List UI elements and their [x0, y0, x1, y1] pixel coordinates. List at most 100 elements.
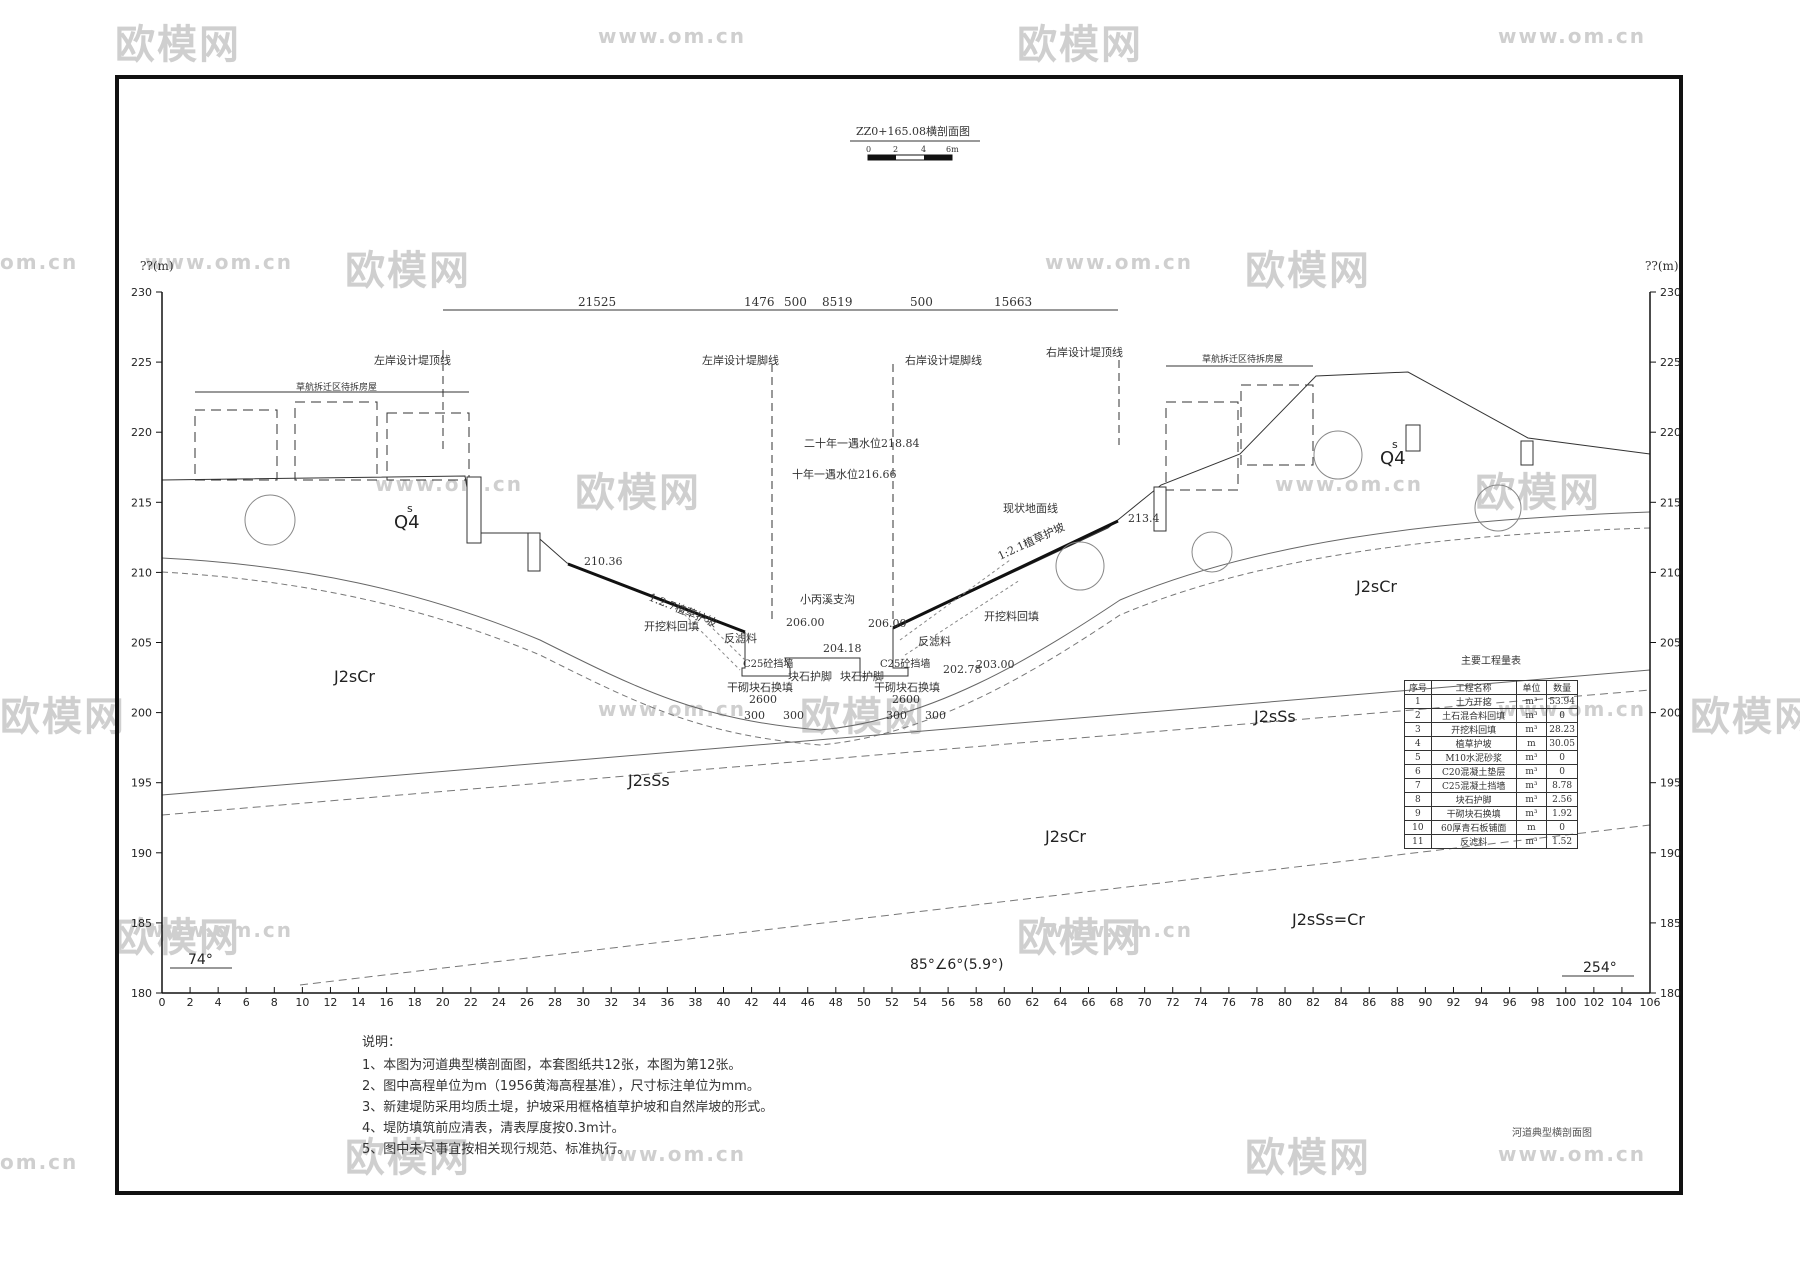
- label-wall-right: C25砼挡墙: [880, 657, 930, 670]
- label-left-dike-foot: 左岸设计堤脚线: [702, 353, 779, 367]
- table-cell: 11: [1404, 834, 1432, 849]
- scale-tick-6: 6m: [946, 145, 959, 154]
- section-title: ZZ0+165.08横剖面图: [856, 124, 970, 138]
- y-tick-label-left: 185: [131, 917, 152, 930]
- table-cell: 块石护脚: [1430, 792, 1517, 807]
- stratum-q4-right-sup: s: [1392, 438, 1398, 451]
- label-d300-b: 300: [783, 709, 804, 722]
- label-demolish-left: 草航拆迁区待拆房屋: [296, 381, 377, 393]
- table-cell: 7: [1404, 778, 1432, 793]
- x-tick-label: 48: [829, 996, 843, 1009]
- right-slope-protection: [892, 519, 1119, 630]
- table-cell: 土石混合料回填: [1430, 708, 1517, 723]
- y-tick-label-right: 215: [1660, 496, 1681, 509]
- stratum-ss-1: [161, 669, 1651, 796]
- x-tick-label: 102: [1583, 996, 1604, 1009]
- x-tick-label: 70: [1138, 996, 1152, 1009]
- x-tick-label: 54: [913, 996, 927, 1009]
- y-tick-label-left: 220: [131, 426, 152, 439]
- label-stone-right: 干砌块石换填: [874, 680, 940, 694]
- x-tick-label: 12: [323, 996, 337, 1009]
- table-cell: 4: [1404, 736, 1432, 751]
- x-tick-label: 72: [1166, 996, 1180, 1009]
- x-tick-label: 18: [408, 996, 422, 1009]
- table-cell: 0: [1546, 764, 1578, 779]
- table-cell: 60厚青石板铺面: [1430, 820, 1517, 835]
- label-right-slope: 1:2.1植草护坡: [995, 520, 1066, 563]
- x-tick-label: 42: [745, 996, 759, 1009]
- stratum-j2ssc: J2sSs=Cr: [1291, 910, 1365, 929]
- table-header-cell: 数量: [1546, 680, 1578, 695]
- boulder-4: [1313, 430, 1363, 480]
- label-d2600-left: 2600: [749, 693, 777, 706]
- x-tick-label: 52: [885, 996, 899, 1009]
- x-tick-label: 4: [215, 996, 222, 1009]
- stratum-j2ss-1: J2sSs: [1253, 707, 1296, 726]
- x-tick-label: 6: [243, 996, 250, 1009]
- note-item: 4、堤防填筑前应清表，清表厚度按0.3m计。: [362, 1121, 625, 1136]
- notes-title: 说明：: [362, 1035, 402, 1050]
- table-cell: 2: [1404, 708, 1432, 723]
- table-cell: 10: [1404, 820, 1432, 835]
- y-tick-label-left: 210: [131, 566, 152, 579]
- x-tick-label: 84: [1334, 996, 1348, 1009]
- x-tick-label: 30: [576, 996, 590, 1009]
- table-cell: m³: [1515, 778, 1548, 793]
- table-header-cell: 工程名称: [1430, 680, 1517, 695]
- x-tick-label: 50: [857, 996, 871, 1009]
- label-toe-right: 块石护脚: [840, 669, 884, 683]
- wall-right-mid: [1405, 424, 1421, 452]
- y-tick-label-right: 205: [1660, 637, 1681, 650]
- x-tick-label: 10: [295, 996, 309, 1009]
- elev-206-a: 206.00: [786, 616, 825, 629]
- x-tick-label: 80: [1278, 996, 1292, 1009]
- x-tick-label: 14: [352, 996, 366, 1009]
- table-cell: m³: [1515, 792, 1548, 807]
- table-cell: 1: [1404, 694, 1432, 709]
- dim-1476: 1476: [744, 295, 775, 309]
- x-tick-label: 36: [660, 996, 674, 1009]
- table-cell: 植草护坡: [1430, 736, 1517, 751]
- label-ground-line: 现状地面线: [1003, 501, 1058, 515]
- table-cell: m: [1515, 820, 1548, 835]
- stratum-q4-left-b: [161, 527, 1651, 746]
- wall-left-lower: [527, 532, 541, 572]
- y-tick-label-left: 190: [131, 847, 152, 860]
- x-tick-label: 44: [773, 996, 787, 1009]
- x-tick-label: 64: [1053, 996, 1067, 1009]
- x-tick-label: 28: [548, 996, 562, 1009]
- house-right-2: [1240, 384, 1314, 466]
- table-cell: m: [1515, 736, 1548, 751]
- elev-206-b: 206.00: [868, 617, 907, 630]
- drawing-frame: [115, 75, 1683, 1195]
- label-toe-left: 块石护脚: [788, 669, 832, 683]
- backfill-left: [679, 609, 746, 671]
- y-tick-label-left: 205: [131, 637, 152, 650]
- y-tick-label-right: 230: [1660, 286, 1681, 299]
- table-cell: 3: [1404, 722, 1432, 737]
- elev-213-4: 213.4: [1128, 512, 1160, 525]
- table-cell: 28.23: [1546, 722, 1578, 737]
- note-item: 1、本图为河道典型横剖面图，本套图纸共12张，本图为第12张。: [362, 1058, 742, 1073]
- house-left-1: [194, 409, 278, 481]
- table-cell: m³: [1515, 750, 1548, 765]
- x-tick-label: 82: [1306, 996, 1320, 1009]
- x-tick-label: 76: [1222, 996, 1236, 1009]
- dim-500-b: 500: [910, 295, 933, 309]
- note-item: 5、图中未尽事宜按相关现行规范、标准执行。: [362, 1142, 631, 1157]
- label-demolish-right: 草航拆迁区待拆房屋: [1202, 353, 1283, 365]
- y-tick-label-right: 185: [1660, 917, 1681, 930]
- x-tick-label: 92: [1446, 996, 1460, 1009]
- stratum-ss-3: [299, 824, 1651, 986]
- stratum-q4-left-sup: s: [407, 502, 413, 515]
- azimuth-right-label: 254°: [1583, 960, 1617, 976]
- x-tick-label: 16: [380, 996, 394, 1009]
- table-cell: 1.92: [1546, 806, 1578, 821]
- y-tick-label-right: 225: [1660, 356, 1681, 369]
